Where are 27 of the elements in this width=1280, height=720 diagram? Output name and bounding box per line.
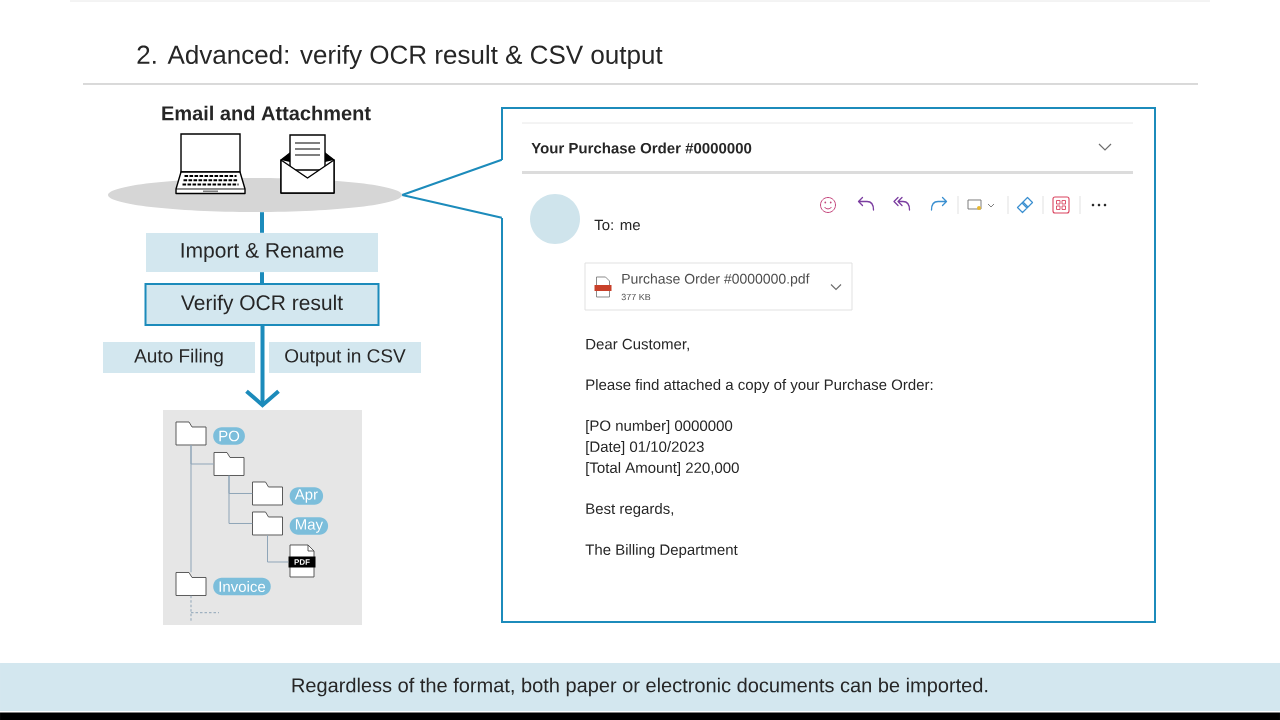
flow-line [260, 212, 264, 233]
feature-box: Output in CSV [269, 342, 421, 373]
group-heading: Email and Attachment [162, 105, 371, 121]
signature-text: The Billing Department [585, 544, 738, 558]
body-text: Please find attached a copy of your Purchase Order: [586, 379, 933, 393]
closing-text: Best regards, [586, 503, 674, 517]
flow-arrow [245, 326, 280, 408]
email-subject: Your Purchase Order #0000000 [531, 142, 752, 154]
recipient-text: To: me [594, 219, 640, 231]
tree-branch-line [228, 475, 253, 524]
process-box: Import & Rename [146, 233, 378, 272]
caption-banner: Regardless of the format, both paper or electronic documents can be imported. [0, 663, 1280, 711]
flow-line [260, 272, 264, 283]
tree-stub-line [190, 595, 220, 622]
process-box: Verify OCR result [144, 283, 380, 326]
tree-branch-line [190, 444, 192, 573]
feature-box: Auto Filing [103, 342, 255, 373]
callout-pointer [401, 158, 503, 219]
slide-title: 2. Advanced: verify OCR result & CSV output [137, 44, 663, 70]
file-size-text: 377 KB [621, 293, 651, 301]
po-number-text: [PO number] 0000000 [586, 420, 733, 434]
date-text: [Date] 01/10/2023 [586, 441, 704, 455]
tree-branch-line [267, 534, 289, 563]
amount-text: [Total Amount] 220,000 [586, 462, 739, 476]
pdf-file: PDF [288, 544, 316, 578]
greeting-text: Dear Customer, [586, 338, 689, 352]
file-name-text: Purchase Order #0000000.pdf [622, 273, 810, 287]
